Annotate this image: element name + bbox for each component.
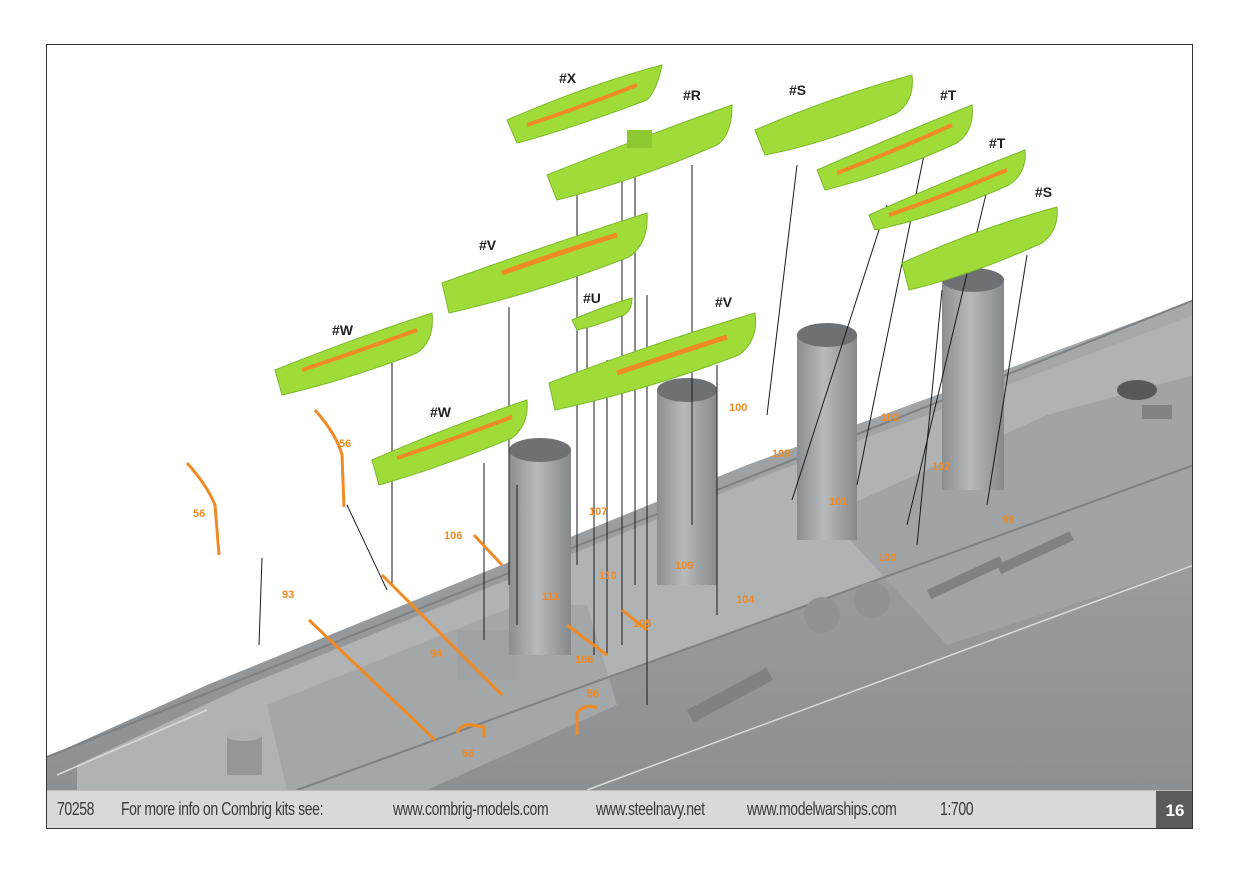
boat-r-label: #R [683, 87, 701, 103]
funnel-2 [657, 378, 717, 585]
etched-parts [185, 409, 648, 742]
boat-x: #X [506, 64, 663, 144]
ship-hull [47, 299, 1192, 790]
part-94: 94 [430, 648, 443, 660]
kit-number: 70258 [57, 799, 95, 819]
link-combrig[interactable]: www.combrig-models.com [393, 799, 549, 819]
boat-w1: #W [274, 312, 433, 396]
boat-w2: #W [371, 399, 528, 486]
boat-t2-label: #T [989, 135, 1006, 151]
boat-x-label: #X [559, 70, 577, 86]
boat-v2: #V [548, 294, 757, 411]
boat-s2: #S [901, 184, 1058, 291]
part-109-b: 109 [772, 448, 790, 460]
boat-v1-label: #V [479, 237, 497, 253]
part-106-a: 106 [444, 530, 462, 542]
boat-v1: #V [441, 212, 648, 314]
part-56-b: 56 [339, 438, 351, 450]
boat-s1: #S [754, 74, 913, 156]
part-93: 93 [282, 589, 294, 601]
part-104: 104 [736, 594, 755, 606]
part-109-a: 109 [675, 560, 693, 572]
part-100-b: 100 [878, 552, 896, 564]
part-111: 111 [542, 591, 559, 603]
boat-w1-label: #W [332, 322, 354, 338]
link-steelnavy[interactable]: www.steelnavy.net [596, 799, 705, 819]
boat-u-label: #U [583, 290, 601, 306]
part-56-c: 56 [462, 748, 474, 760]
boat-v2-label: #V [715, 294, 733, 310]
boat-s1-label: #S [789, 82, 806, 98]
part-callouts: 56 56 56 56 93 94 106 106 107 111 110 10… [193, 402, 1014, 760]
part-101: 101 [829, 496, 847, 508]
funnel-1 [509, 438, 571, 655]
boat-t1: #T [816, 87, 973, 191]
boat-w2-label: #W [430, 404, 452, 420]
boat-t1-label: #T [940, 87, 957, 103]
part-102-a: 102 [881, 412, 899, 424]
scale-label: 1:700 [940, 799, 974, 819]
info-text: For more info on Combrig kits see: [121, 799, 324, 819]
part-56-d: 56 [587, 688, 599, 700]
part-105: 105 [633, 618, 651, 630]
part-106-b: 106 [575, 654, 593, 666]
funnel-4 [942, 268, 1004, 490]
part-110: 110 [599, 570, 617, 582]
page-number-badge: 16 [1156, 791, 1192, 828]
part-100-a: 100 [729, 402, 747, 414]
boat-u: #U [571, 290, 633, 331]
funnel-3 [797, 323, 857, 540]
instruction-page: #X #R #S #T #T #S #V [46, 44, 1193, 829]
part-56-a: 56 [193, 508, 205, 520]
part-99: 99 [1002, 514, 1014, 526]
page-footer: 70258 For more info on Combrig kits see:… [47, 790, 1192, 828]
boat-s2-label: #S [1035, 184, 1052, 200]
part-107: 107 [589, 506, 607, 518]
part-102-b: 102 [932, 461, 950, 473]
assembly-illustration: #X #R #S #T #T #S #V [47, 64, 1192, 790]
boat-r: #R [546, 87, 733, 201]
boat-t2: #T [868, 135, 1026, 231]
link-modelwarships[interactable]: www.modelwarships.com [747, 799, 897, 819]
